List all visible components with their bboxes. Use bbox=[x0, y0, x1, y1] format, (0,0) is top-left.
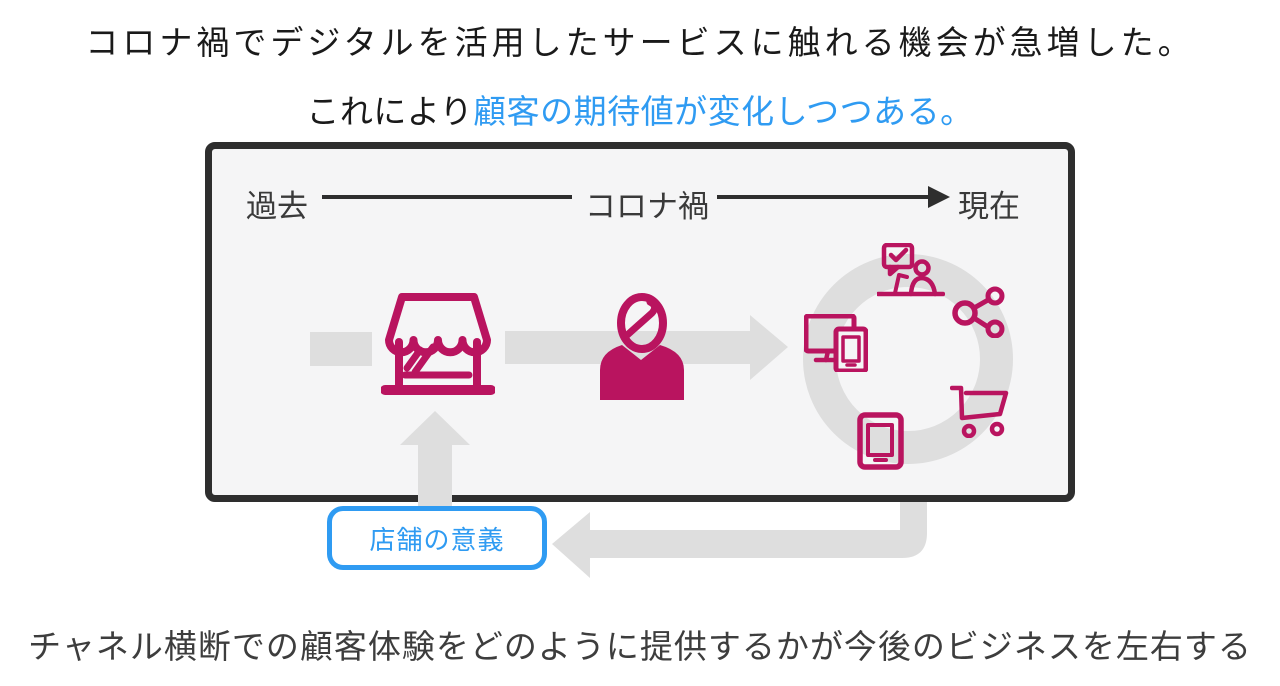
store-meaning-arrow bbox=[400, 411, 470, 510]
smartphone-icon bbox=[857, 412, 904, 470]
store-meaning-label: 店舗の意義 bbox=[369, 524, 505, 555]
timeline-label-present: 現在 bbox=[958, 189, 1020, 224]
multi-device-icon bbox=[804, 314, 868, 372]
timeline-arrow-line bbox=[717, 195, 928, 199]
timeline-line bbox=[322, 195, 572, 199]
headline-line2-highlight: 顧客の期待値が変化しつつある。 bbox=[473, 93, 974, 130]
customer-icon bbox=[600, 293, 684, 400]
headline-line1: コロナ禍でデジタルを活用したサービスに触れる機会が急増した。 bbox=[85, 24, 1195, 61]
conclusion-caption: チャネル横断での顧客体験をどのように提供するかが今後のビジネスを左右する bbox=[28, 628, 1252, 665]
timeline-label-past: 過去 bbox=[246, 189, 308, 224]
headline-line2: これにより顧客の期待値が変化しつつある。 bbox=[0, 85, 1280, 133]
store-meaning-callout: 店舗の意義 bbox=[327, 506, 547, 570]
online-support-icon bbox=[877, 243, 945, 297]
share-icon bbox=[952, 286, 1005, 338]
storefront-icon bbox=[381, 293, 495, 395]
shopping-cart-icon bbox=[950, 385, 1009, 438]
timeline-arrowhead-icon bbox=[928, 186, 950, 208]
flow-start-dash bbox=[310, 332, 372, 366]
timeline-panel: 過去 コロナ禍 現在 bbox=[205, 142, 1075, 502]
timeline-label-covid: コロナ禍 bbox=[585, 189, 709, 224]
feedback-loop-arrow bbox=[552, 496, 927, 578]
headline-line2-plain: これにより bbox=[306, 93, 474, 130]
